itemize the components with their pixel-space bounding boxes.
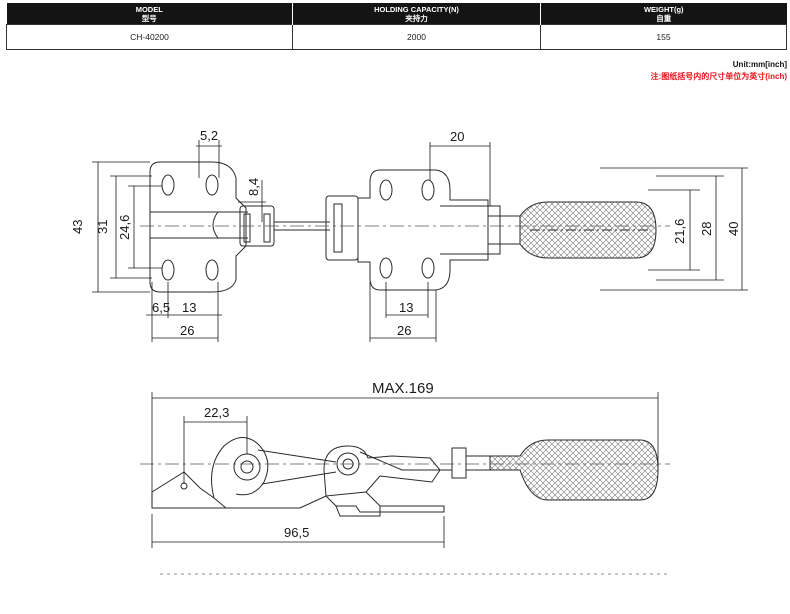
header-capacity-en: HOLDING CAPACITY(N) [374, 4, 459, 14]
dim-13-right: 13 [399, 300, 413, 315]
side-view-labels: MAX.169 22,3 96,5 [204, 380, 434, 540]
header-model-cn: 型号 [141, 13, 157, 23]
dim-8-4: 8,4 [246, 178, 261, 196]
dim-20: 20 [450, 129, 464, 144]
header-weight: WEIGHT(g) 自重 [540, 3, 787, 25]
dim-43: 43 [70, 220, 85, 234]
dim-21-6: 21,6 [672, 219, 687, 244]
dim-31: 31 [95, 220, 110, 234]
header-capacity-cn: 夹持力 [405, 13, 428, 23]
spec-table-header-row: MODEL 型号 HOLDING CAPACITY(N) 夹持力 WEIGHT(… [6, 3, 787, 25]
side-main-body [323, 445, 491, 497]
unit-note-cn: 注:图纸括号内的尺寸单位为英寸(inch) [650, 72, 787, 81]
dim-13-left: 13 [182, 300, 196, 315]
side-handle [489, 439, 659, 501]
dim-24-6: 24,6 [117, 215, 132, 240]
handle-grip [519, 201, 657, 259]
side-view-dimensions [151, 392, 659, 548]
dim-26-right: 26 [397, 323, 411, 338]
header-model: MODEL 型号 [6, 3, 293, 25]
spec-table-row: CH-40200 2000 155 [6, 24, 787, 50]
left-base-plate [149, 161, 248, 293]
header-holding-capacity: HOLDING CAPACITY(N) 夹持力 [292, 3, 541, 25]
spec-table: MODEL 型号 HOLDING CAPACITY(N) 夹持力 WEIGHT(… [6, 3, 787, 50]
dim-26-left: 26 [180, 323, 194, 338]
dim-max-169: MAX.169 [372, 380, 434, 397]
side-view [140, 437, 670, 575]
top-view [140, 161, 670, 293]
side-hook [211, 437, 337, 499]
dim-28: 28 [699, 222, 714, 236]
unit-note: Unit:mm[inch] 注:图纸括号内的尺寸单位为英寸(inch) [651, 59, 787, 83]
dim-5-2: 5,2 [200, 128, 218, 143]
cell-model: CH-40200 [6, 24, 293, 50]
header-model-en: MODEL [135, 4, 163, 14]
cell-capacity: 2000 [292, 24, 541, 50]
dim-22-3: 22,3 [204, 405, 229, 420]
unit-note-en: Unit:mm[inch] [732, 60, 787, 69]
cell-weight: 155 [540, 24, 787, 50]
dim-96-5: 96,5 [284, 525, 309, 540]
header-weight-en: WEIGHT(g) [643, 4, 684, 14]
right-body [325, 169, 520, 291]
top-view-labels: 5,2 8,4 43 31 24,6 6,5 13 26 20 21,6 28 … [70, 128, 741, 338]
dim-6-5: 6,5 [152, 300, 170, 315]
dim-40: 40 [726, 222, 741, 236]
header-weight-cn: 自重 [656, 13, 672, 23]
top-view-dimensions [92, 140, 748, 342]
